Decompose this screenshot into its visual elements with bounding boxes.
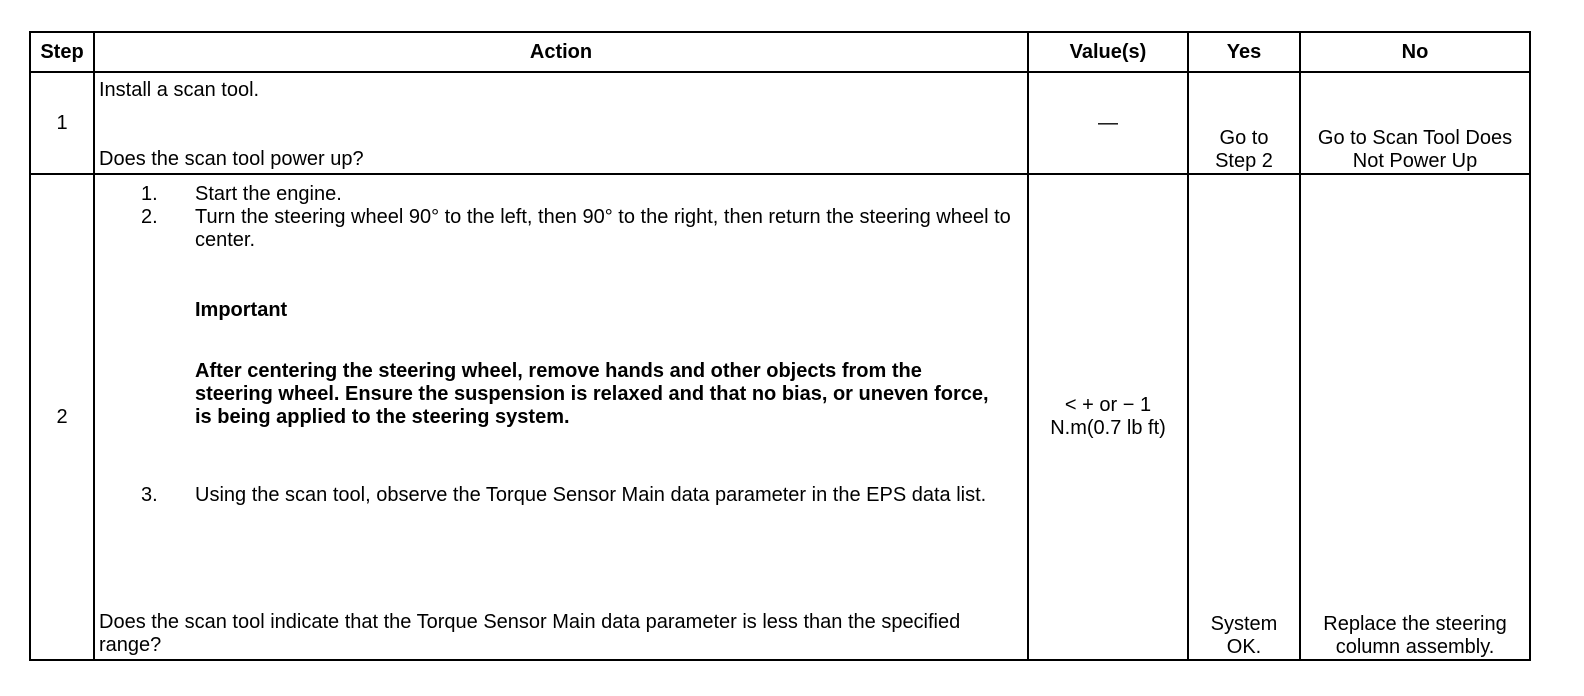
value-cell: — bbox=[1027, 71, 1189, 175]
value-cell: < + or − 1 N.m(0.7 lb ft) bbox=[1027, 173, 1189, 661]
header-values: Value(s) bbox=[1027, 31, 1189, 73]
question-text: Does the scan tool power up? bbox=[99, 148, 364, 170]
step-number: 1 bbox=[29, 71, 95, 175]
important-text: After centering the steering wheel, remo… bbox=[195, 360, 989, 428]
no-cell: Go to Scan Tool Does Not Power Up bbox=[1299, 71, 1531, 175]
action-cell: Install a scan tool. Does the scan tool … bbox=[93, 71, 1029, 175]
important-title: Important bbox=[195, 299, 288, 321]
yes-cell: System OK. bbox=[1187, 173, 1301, 661]
header-step: Step bbox=[29, 31, 95, 73]
action-cell: 1. Start the engine. 2. Turn the steerin… bbox=[93, 173, 1029, 661]
step-number: 2 bbox=[29, 173, 95, 661]
yes-cell: Go to Step 2 bbox=[1187, 71, 1301, 175]
table-row: 1 Install a scan tool. Does the scan too… bbox=[29, 71, 1531, 175]
header-yes: Yes bbox=[1187, 31, 1301, 73]
header-row: Step Action Value(s) Yes No bbox=[29, 31, 1531, 73]
header-action: Action bbox=[93, 31, 1029, 73]
header-no: No bbox=[1299, 31, 1531, 73]
question-text: Does the scan tool indicate that the Tor… bbox=[99, 611, 961, 656]
no-cell: Replace the steering column assembly. bbox=[1299, 173, 1531, 661]
instruction-text: Install a scan tool. bbox=[99, 79, 260, 101]
table-row: 2 1. Start the engine. 2. Turn the steer… bbox=[29, 173, 1531, 661]
diagnostic-procedure-table: Step Action Value(s) Yes No 1 Install a … bbox=[29, 31, 1531, 661]
